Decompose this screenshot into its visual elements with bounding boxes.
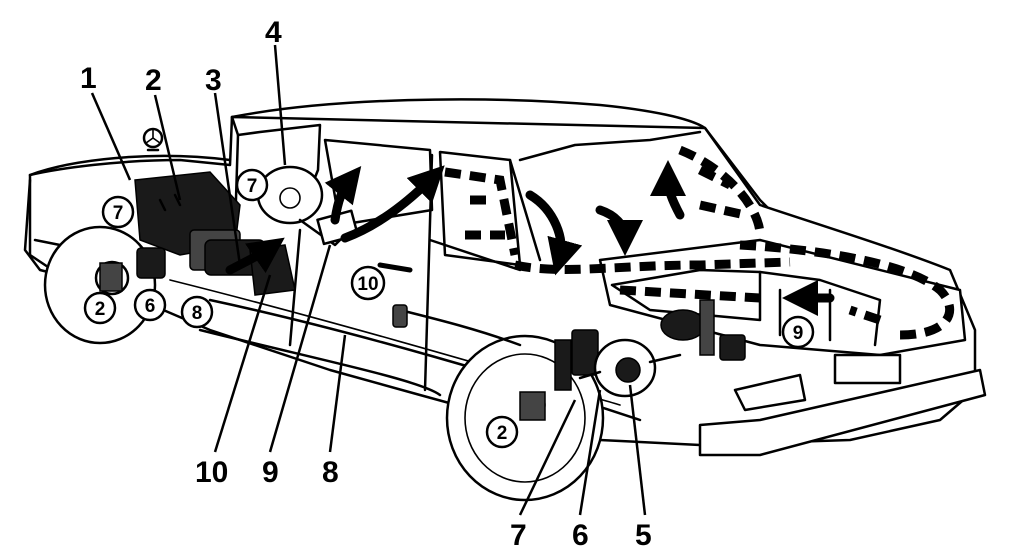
svg-text:7: 7 [113,203,124,224]
callout-1: 1 [80,62,97,95]
svg-text:7: 7 [247,176,258,197]
rear-strut [699,299,715,356]
rear-air-spring [571,329,599,376]
rear-bumper [698,368,987,457]
callout-10: 10 [195,456,228,489]
svg-text:9: 9 [793,323,804,344]
callout-3: 3 [205,64,222,97]
rear-shock [554,339,572,391]
circled-label-6-front: 6 [133,288,167,322]
airflow-rear-shelf [514,257,791,274]
air-flow-arrows [225,160,835,316]
arrow-rear-right [650,160,687,220]
circled-label-7-upper: 7 [235,168,269,202]
arrow-rear-left [525,190,583,276]
leader-lines [90,44,647,516]
callouts-bottom: 10 9 8 7 6 5 [195,456,652,552]
callout-4: 4 [265,16,282,49]
arrow-front-cabin [340,165,445,243]
front-caliper [99,262,123,292]
callout-8: 8 [322,456,339,489]
svg-text:10: 10 [357,274,378,295]
svg-text:2: 2 [497,423,508,444]
circled-label-7-front: 7 [101,195,135,229]
arrow-rear-mid [595,205,643,256]
svg-text:8: 8 [192,303,203,324]
svg-text:6: 6 [145,296,156,317]
airflow-roof-rear [678,145,765,236]
airflow-roof-left [444,167,520,256]
circled-label-10-door: 10 [350,265,386,301]
callout-5: 5 [635,519,652,552]
circled-label-2-front: 2 [83,291,117,325]
license-plate [833,353,902,385]
callouts-top: 1 2 3 4 [80,16,282,97]
airflow-trunk-duct [739,240,954,340]
callout-9: 9 [262,456,279,489]
tail-light [733,373,807,412]
circled-label-9-trunk: 9 [781,315,815,349]
hood-star-ornament [142,127,164,152]
rear-caliper [519,391,546,421]
circled-label-8-front: 8 [180,295,214,329]
air-flow-paths [444,145,954,340]
callout-2: 2 [145,64,162,97]
circled-labels: 7 7 2 6 8 10 2 9 [83,168,815,449]
front-air-spring [136,247,166,279]
pressure-reservoir [660,309,706,341]
svg-text:2: 2 [95,299,106,320]
arrow-engine-lines [225,237,285,275]
callout-6: 6 [572,519,589,552]
arrow-defrost [324,165,362,225]
callout-7: 7 [510,519,527,552]
rear-axle-components [392,299,746,421]
circled-label-2-rear: 2 [485,415,519,449]
